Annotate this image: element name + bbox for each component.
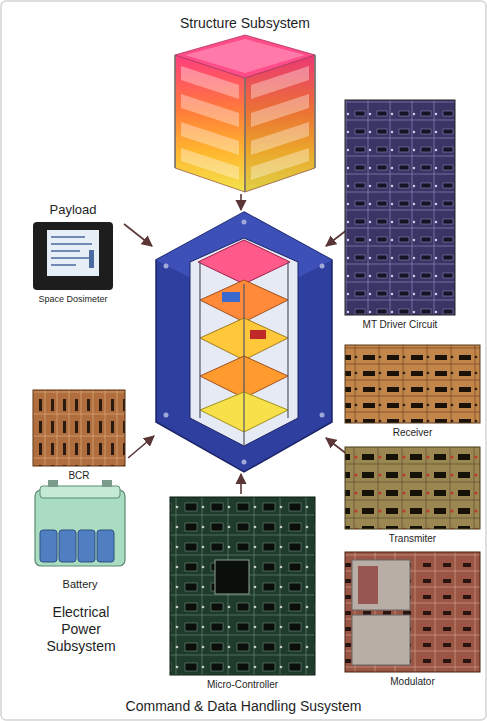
component-card: Micro-Controller	[170, 497, 315, 691]
part-caption: Space Dosimeter	[33, 294, 113, 304]
part-caption: MT Driver Circuit	[345, 319, 455, 331]
subsystem-label: Electrical Power Subsystem	[38, 604, 124, 654]
dosimeter-photo	[33, 222, 113, 290]
mt-driver-photo	[345, 100, 455, 315]
subsystem-heading: Payload	[33, 203, 113, 218]
part-caption: Modulator	[345, 676, 480, 688]
assembly-arrow	[124, 194, 352, 494]
assembled-satellite	[156, 212, 332, 472]
component-card: Structure Subsystem	[175, 15, 315, 192]
subsystem-label: Command & Data Handling Susystem	[0, 698, 487, 715]
subsystem-heading: Structure Subsystem	[175, 15, 315, 31]
part-caption: Battery	[35, 578, 125, 591]
bcr-photo	[33, 390, 125, 466]
microcontroller-photo	[170, 497, 315, 675]
component-card: Modulator	[345, 552, 480, 688]
modulator-photo	[345, 552, 480, 672]
structure-cube	[175, 35, 315, 192]
receiver-photo	[345, 345, 480, 423]
component-card: BCR	[33, 390, 125, 482]
component-card: PayloadSpace Dosimeter	[33, 203, 113, 304]
transmitter-photo	[345, 447, 480, 529]
part-caption: Micro-Controller	[170, 679, 315, 691]
part-caption: Transmiter	[345, 533, 480, 545]
component-card: MT Driver Circuit	[345, 100, 455, 331]
component-card: Transmiter	[345, 447, 480, 545]
part-caption: Receiver	[345, 427, 480, 439]
component-card: Battery	[35, 480, 125, 591]
part-caption: BCR	[33, 470, 125, 482]
component-card: Receiver	[345, 345, 480, 439]
battery-photo	[35, 480, 125, 566]
